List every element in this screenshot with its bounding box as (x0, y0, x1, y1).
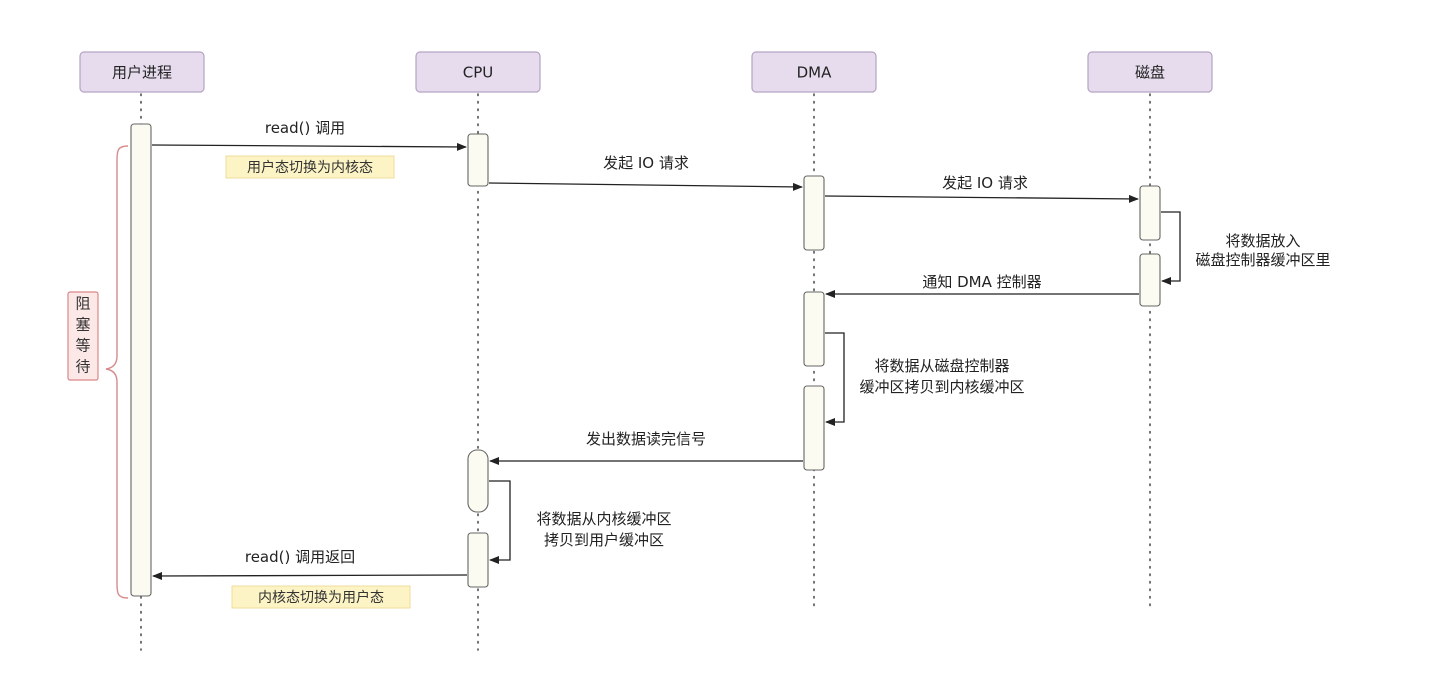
actor-label: CPU (463, 64, 494, 82)
arrow-read-return (152, 571, 468, 580)
arrow-dma-io-request (824, 194, 1139, 203)
activation-cpu-2 (467, 449, 489, 513)
message-label: 发起 IO 请求 (603, 154, 689, 172)
message-label-line-2: 拷贝到用户缓冲区 (544, 531, 664, 549)
message-label: read() 调用 (265, 119, 345, 137)
arrow-dma-copy (825, 332, 845, 426)
message-label-line-1: 将数据从磁盘控制器 (874, 357, 1009, 375)
message-label-line-1: 将数据放入 (1225, 232, 1300, 250)
actor-disk: 磁盘 (1087, 51, 1213, 93)
note-to-kernel: 用户态切换为内核态 (225, 155, 395, 179)
actor-label: DMA (797, 64, 832, 82)
blocking-brace (105, 145, 129, 599)
blocking-char: 塞 (75, 316, 90, 334)
actor-label: 用户进程 (112, 64, 172, 82)
blocking-char: 阻 (75, 295, 90, 313)
activation-cpu-1 (467, 133, 489, 187)
actor-dma: DMA (751, 51, 877, 93)
blocking-char: 等 (75, 337, 90, 355)
arrow-cpu-copy (489, 480, 511, 564)
activation-user (130, 123, 152, 597)
actor-user: 用户进程 (79, 51, 205, 93)
arrow-disk-to-buffer (1161, 211, 1181, 285)
activation-cpu-3 (467, 532, 489, 588)
activation-disk-1 (1139, 185, 1161, 241)
blocking-char: 待 (75, 358, 90, 376)
message-label: 通知 DMA 控制器 (922, 273, 1041, 291)
note-label: 用户态切换为内核态 (247, 159, 373, 176)
actor-cpu: CPU (415, 51, 541, 93)
activation-dma-3 (803, 385, 825, 471)
message-label: 发出数据读完信号 (586, 430, 706, 448)
activation-dma-1 (803, 175, 825, 251)
arrow-read-call (151, 142, 467, 151)
arrow-cpu-io-request (488, 182, 803, 191)
message-label: read() 调用返回 (245, 548, 355, 566)
activation-disk-2 (1139, 253, 1161, 307)
blocking-label: 阻 塞 等 待 (67, 291, 99, 381)
message-label: 发起 IO 请求 (942, 174, 1028, 192)
actor-label: 磁盘 (1135, 64, 1165, 82)
message-label-line-2: 缓冲区拷贝到内核缓冲区 (859, 378, 1024, 396)
note-to-user: 内核态切换为用户态 (231, 585, 411, 609)
activation-dma-2 (803, 291, 825, 367)
message-label-line-1: 将数据从内核缓冲区 (536, 510, 671, 528)
note-label: 内核态切换为用户态 (258, 589, 384, 606)
message-label-line-2: 磁盘控制器缓冲区里 (1195, 251, 1330, 269)
